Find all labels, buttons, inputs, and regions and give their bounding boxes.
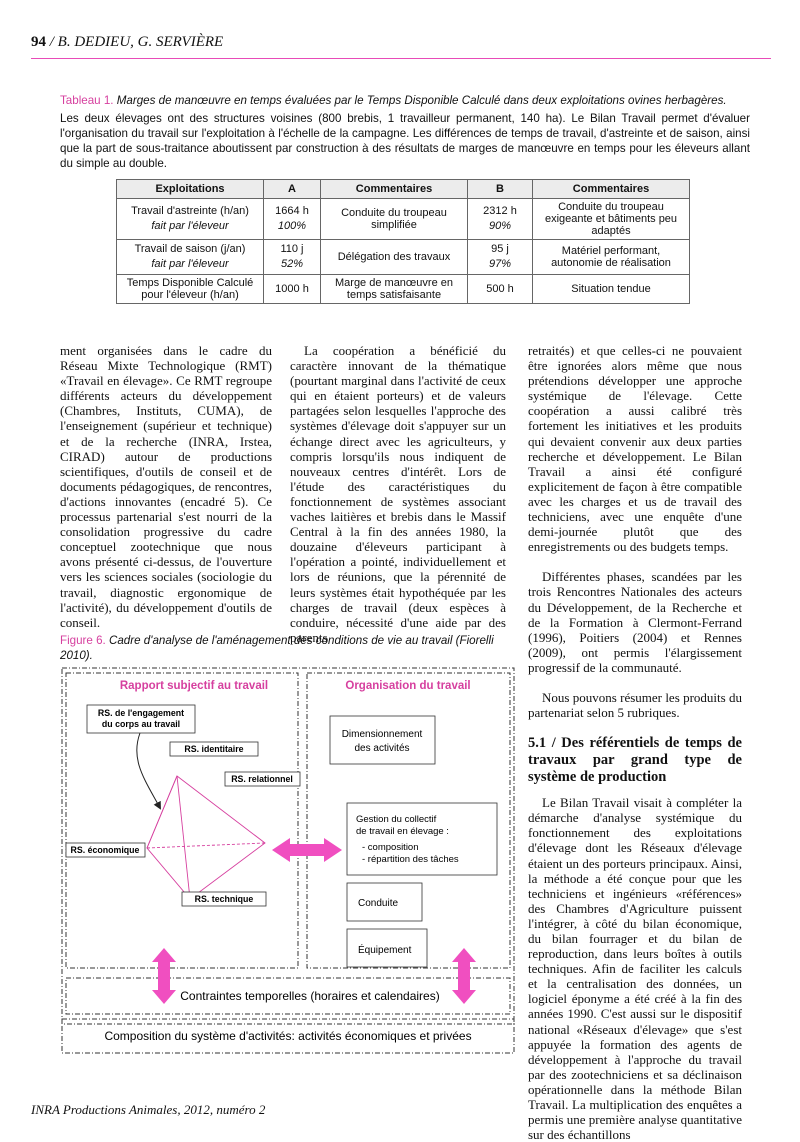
value-a-share: 52% bbox=[280, 258, 304, 270]
table-header: Exploitations bbox=[116, 179, 264, 199]
box-conduite: Conduite bbox=[358, 898, 398, 909]
box-gestion: - répartition des tâches bbox=[362, 854, 459, 865]
table-1: Exploitations A Commentaires B Commentai… bbox=[116, 179, 690, 304]
table-cell: 500 h bbox=[467, 274, 533, 304]
table-cell: 110 j 52% bbox=[263, 239, 321, 275]
composition-label: Composition du système d'activités: acti… bbox=[104, 1029, 471, 1043]
value-b-share: 90% bbox=[488, 220, 512, 232]
diamond-shape bbox=[146, 775, 266, 900]
figure-caption-label: Figure 6. bbox=[60, 634, 106, 647]
value-b: 95 j bbox=[491, 243, 509, 255]
table-cell: 1664 h 100% bbox=[263, 198, 321, 240]
figure-caption: Figure 6. Cadre d'analyse de l'aménageme… bbox=[60, 633, 510, 663]
figure-caption-text: Cadre d'analyse de l'aménagement des con… bbox=[60, 634, 494, 662]
section-heading: 5.1 / Des référentiels de temps de trava… bbox=[528, 735, 742, 786]
box-gestion: de travail en élevage : bbox=[356, 826, 449, 837]
table-caption-label: Tableau 1. bbox=[60, 94, 114, 107]
value-b-share: 97% bbox=[488, 258, 512, 270]
page-number: 94 bbox=[31, 34, 46, 50]
left-panel-title: Rapport subjectif au travail bbox=[120, 680, 268, 692]
rs-economique-label: RS. économique bbox=[71, 845, 140, 855]
rs-identitaire-label: RS. identitaire bbox=[184, 744, 243, 754]
paragraph: Différentes phases, scandées par les tro… bbox=[528, 569, 742, 675]
table-note: Les deux élevages ont des structures voi… bbox=[60, 112, 750, 170]
row-label: Travail de saison (j/an) bbox=[134, 243, 246, 255]
rs-engagement-label: RS. de l'engagement bbox=[98, 708, 184, 718]
box-dimensionnement: Dimensionnement bbox=[342, 729, 423, 740]
running-header: 94 / B. DEDIEU, G. SERVIÈRE bbox=[31, 34, 223, 51]
page-footer: INRA Productions Animales, 2012, numéro … bbox=[31, 1102, 266, 1117]
table-row: Temps Disponible Calculé pour l'éleveur … bbox=[116, 274, 690, 304]
table-cell: Marge de manœuvre en temps satisfaisante bbox=[320, 274, 468, 304]
right-vertical-double-arrow bbox=[452, 948, 476, 1004]
box-dimensionnement: des activités bbox=[354, 743, 409, 754]
header-authors: / B. DEDIEU, G. SERVIÈRE bbox=[46, 34, 224, 50]
rs-relationnel-label: RS. relationnel bbox=[231, 774, 293, 784]
table-cell: Délégation des travaux bbox=[320, 239, 468, 275]
table-header: Commentaires bbox=[320, 179, 468, 199]
constraints-label: Contraintes temporelles (horaires et cal… bbox=[180, 989, 439, 1003]
table-cell: Travail d'astreinte (h/an) fait par l'éle… bbox=[116, 198, 264, 240]
table-cell: Matériel performant, autonomie de réalis… bbox=[532, 239, 690, 275]
header-rule bbox=[31, 58, 771, 59]
constraints-box bbox=[65, 977, 511, 1015]
box-gestion: - composition bbox=[362, 842, 419, 853]
table-caption: Tableau 1. Marges de manœuvre en temps é… bbox=[60, 94, 750, 107]
table-cell: Conduite du troupeau simplifiée bbox=[320, 198, 468, 240]
paragraph: Le Bilan Travail visait à compléter la d… bbox=[528, 795, 742, 1142]
table-cell: Conduite du troupeau exigeante et bâtime… bbox=[532, 198, 690, 240]
table-cell: Temps Disponible Calculé pour l'éleveur … bbox=[116, 274, 264, 304]
table-header: A bbox=[263, 179, 321, 199]
outer-frame bbox=[61, 667, 515, 1025]
horizontal-double-arrow bbox=[272, 838, 342, 862]
paragraph: ment organisées dans le cadre du Réseau … bbox=[60, 343, 272, 630]
paragraph: La coopération a bénéficié du caractère … bbox=[290, 343, 506, 645]
table-row: Travail d'astreinte (h/an) fait par l'éle… bbox=[116, 198, 690, 240]
row-sublabel: fait par l'éleveur bbox=[151, 258, 229, 270]
table-cell: Situation tendue bbox=[532, 274, 690, 304]
paragraph: Nous pouvons résumer les produits du par… bbox=[528, 689, 742, 721]
row-sublabel: fait par l'éleveur bbox=[151, 220, 229, 232]
table-cell: 1000 h bbox=[263, 274, 321, 304]
left-vertical-double-arrow bbox=[152, 948, 176, 1004]
right-panel-title: Organisation du travail bbox=[345, 680, 470, 692]
rs-engagement-label: du corps au travail bbox=[102, 719, 180, 729]
box-gestion: Gestion du collectif bbox=[356, 814, 437, 825]
text-column-3: retraités) et que celles-ci ne pouvaient… bbox=[528, 343, 742, 1142]
table-caption-text: Marges de manœuvre en temps évaluées par… bbox=[113, 94, 727, 107]
table-cell: 2312 h 90% bbox=[467, 198, 533, 240]
text-column-1: ment organisées dans le cadre du Réseau … bbox=[60, 343, 272, 630]
value-a: 1664 h bbox=[275, 205, 309, 217]
value-a: 110 j bbox=[280, 243, 304, 255]
row-label: Travail d'astreinte (h/an) bbox=[131, 205, 249, 217]
right-panel bbox=[306, 672, 511, 969]
left-panel bbox=[65, 672, 299, 969]
composition-box bbox=[61, 1018, 515, 1054]
box-equipement: Équipement bbox=[358, 943, 412, 956]
value-a-share: 100% bbox=[277, 220, 307, 232]
engagement-arrow bbox=[136, 732, 161, 810]
text-column-2: La coopération a bénéficié du caractère … bbox=[290, 343, 506, 645]
paragraph: retraités) et que celles-ci ne pouvaient… bbox=[528, 343, 742, 555]
value-b: 2312 h bbox=[483, 205, 517, 217]
rs-technique-label: RS. technique bbox=[195, 894, 254, 904]
